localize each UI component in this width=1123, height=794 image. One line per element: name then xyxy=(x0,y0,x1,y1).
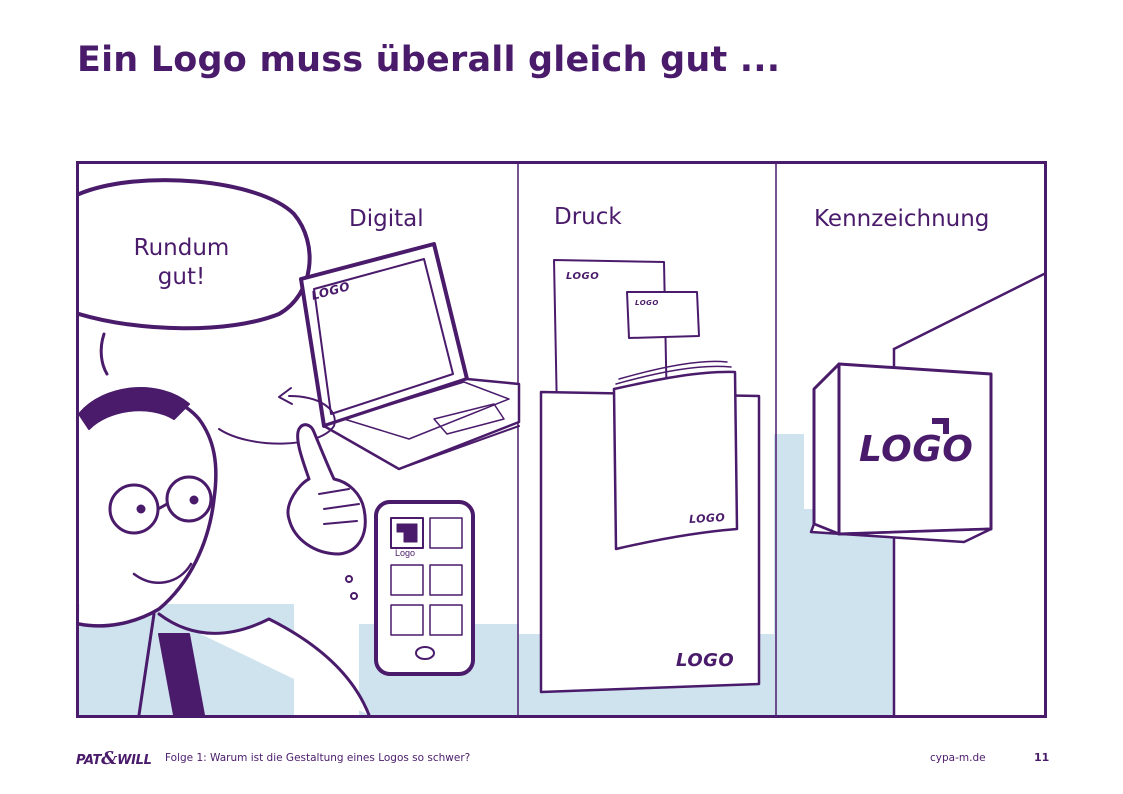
sign-logo-mark xyxy=(932,418,949,434)
comic-artwork xyxy=(79,164,1044,715)
pointing-hand xyxy=(286,423,367,556)
phone-logo-label: Logo xyxy=(395,548,416,558)
brand-amp: & xyxy=(101,748,118,769)
letterhead-logo: LOGO xyxy=(566,271,600,282)
brochure xyxy=(612,360,739,551)
rotation-arrow xyxy=(218,395,336,445)
brochure-logo: LOGO xyxy=(688,511,726,526)
speech-bubble-tail xyxy=(99,332,109,376)
smartphone xyxy=(374,500,475,676)
logo-sign xyxy=(809,362,993,544)
business-card-logo: LOGO xyxy=(635,299,659,307)
laptop xyxy=(299,242,521,471)
panel-label-druck: Druck xyxy=(554,204,622,230)
speech-bubble-text: Rundum gut! xyxy=(99,234,264,292)
footer-caption: Folge 1: Warum ist die Gestaltung eines … xyxy=(165,752,471,764)
brand-right: WILL xyxy=(117,753,152,768)
arrow-head xyxy=(278,387,293,405)
brand-left: PAT xyxy=(76,753,102,768)
panel-label-kennzeichnung: Kennzeichnung xyxy=(814,206,990,232)
speech-bubble xyxy=(79,178,312,331)
brand-logo[interactable]: PAT&WILL xyxy=(76,748,152,769)
page-title: Ein Logo muss überall gleich gut ... xyxy=(77,40,781,80)
sign-logo: LOGO xyxy=(859,429,974,470)
folder-logo: LOGO xyxy=(676,650,735,671)
panel-label-digital: Digital xyxy=(349,206,424,232)
page-number: 11 xyxy=(1034,751,1050,764)
footer: PAT&WILL Folge 1: Warum ist die Gestaltu… xyxy=(0,740,1123,780)
comic-illustration: Rundum gut! Digital Druck Kennzeichnung … xyxy=(76,161,1047,718)
character xyxy=(79,387,371,715)
speech-line: Rundum xyxy=(133,235,230,261)
footer-site-link[interactable]: cypa-m.de xyxy=(930,752,986,764)
business-card xyxy=(626,291,700,339)
speech-line: gut! xyxy=(157,264,206,290)
